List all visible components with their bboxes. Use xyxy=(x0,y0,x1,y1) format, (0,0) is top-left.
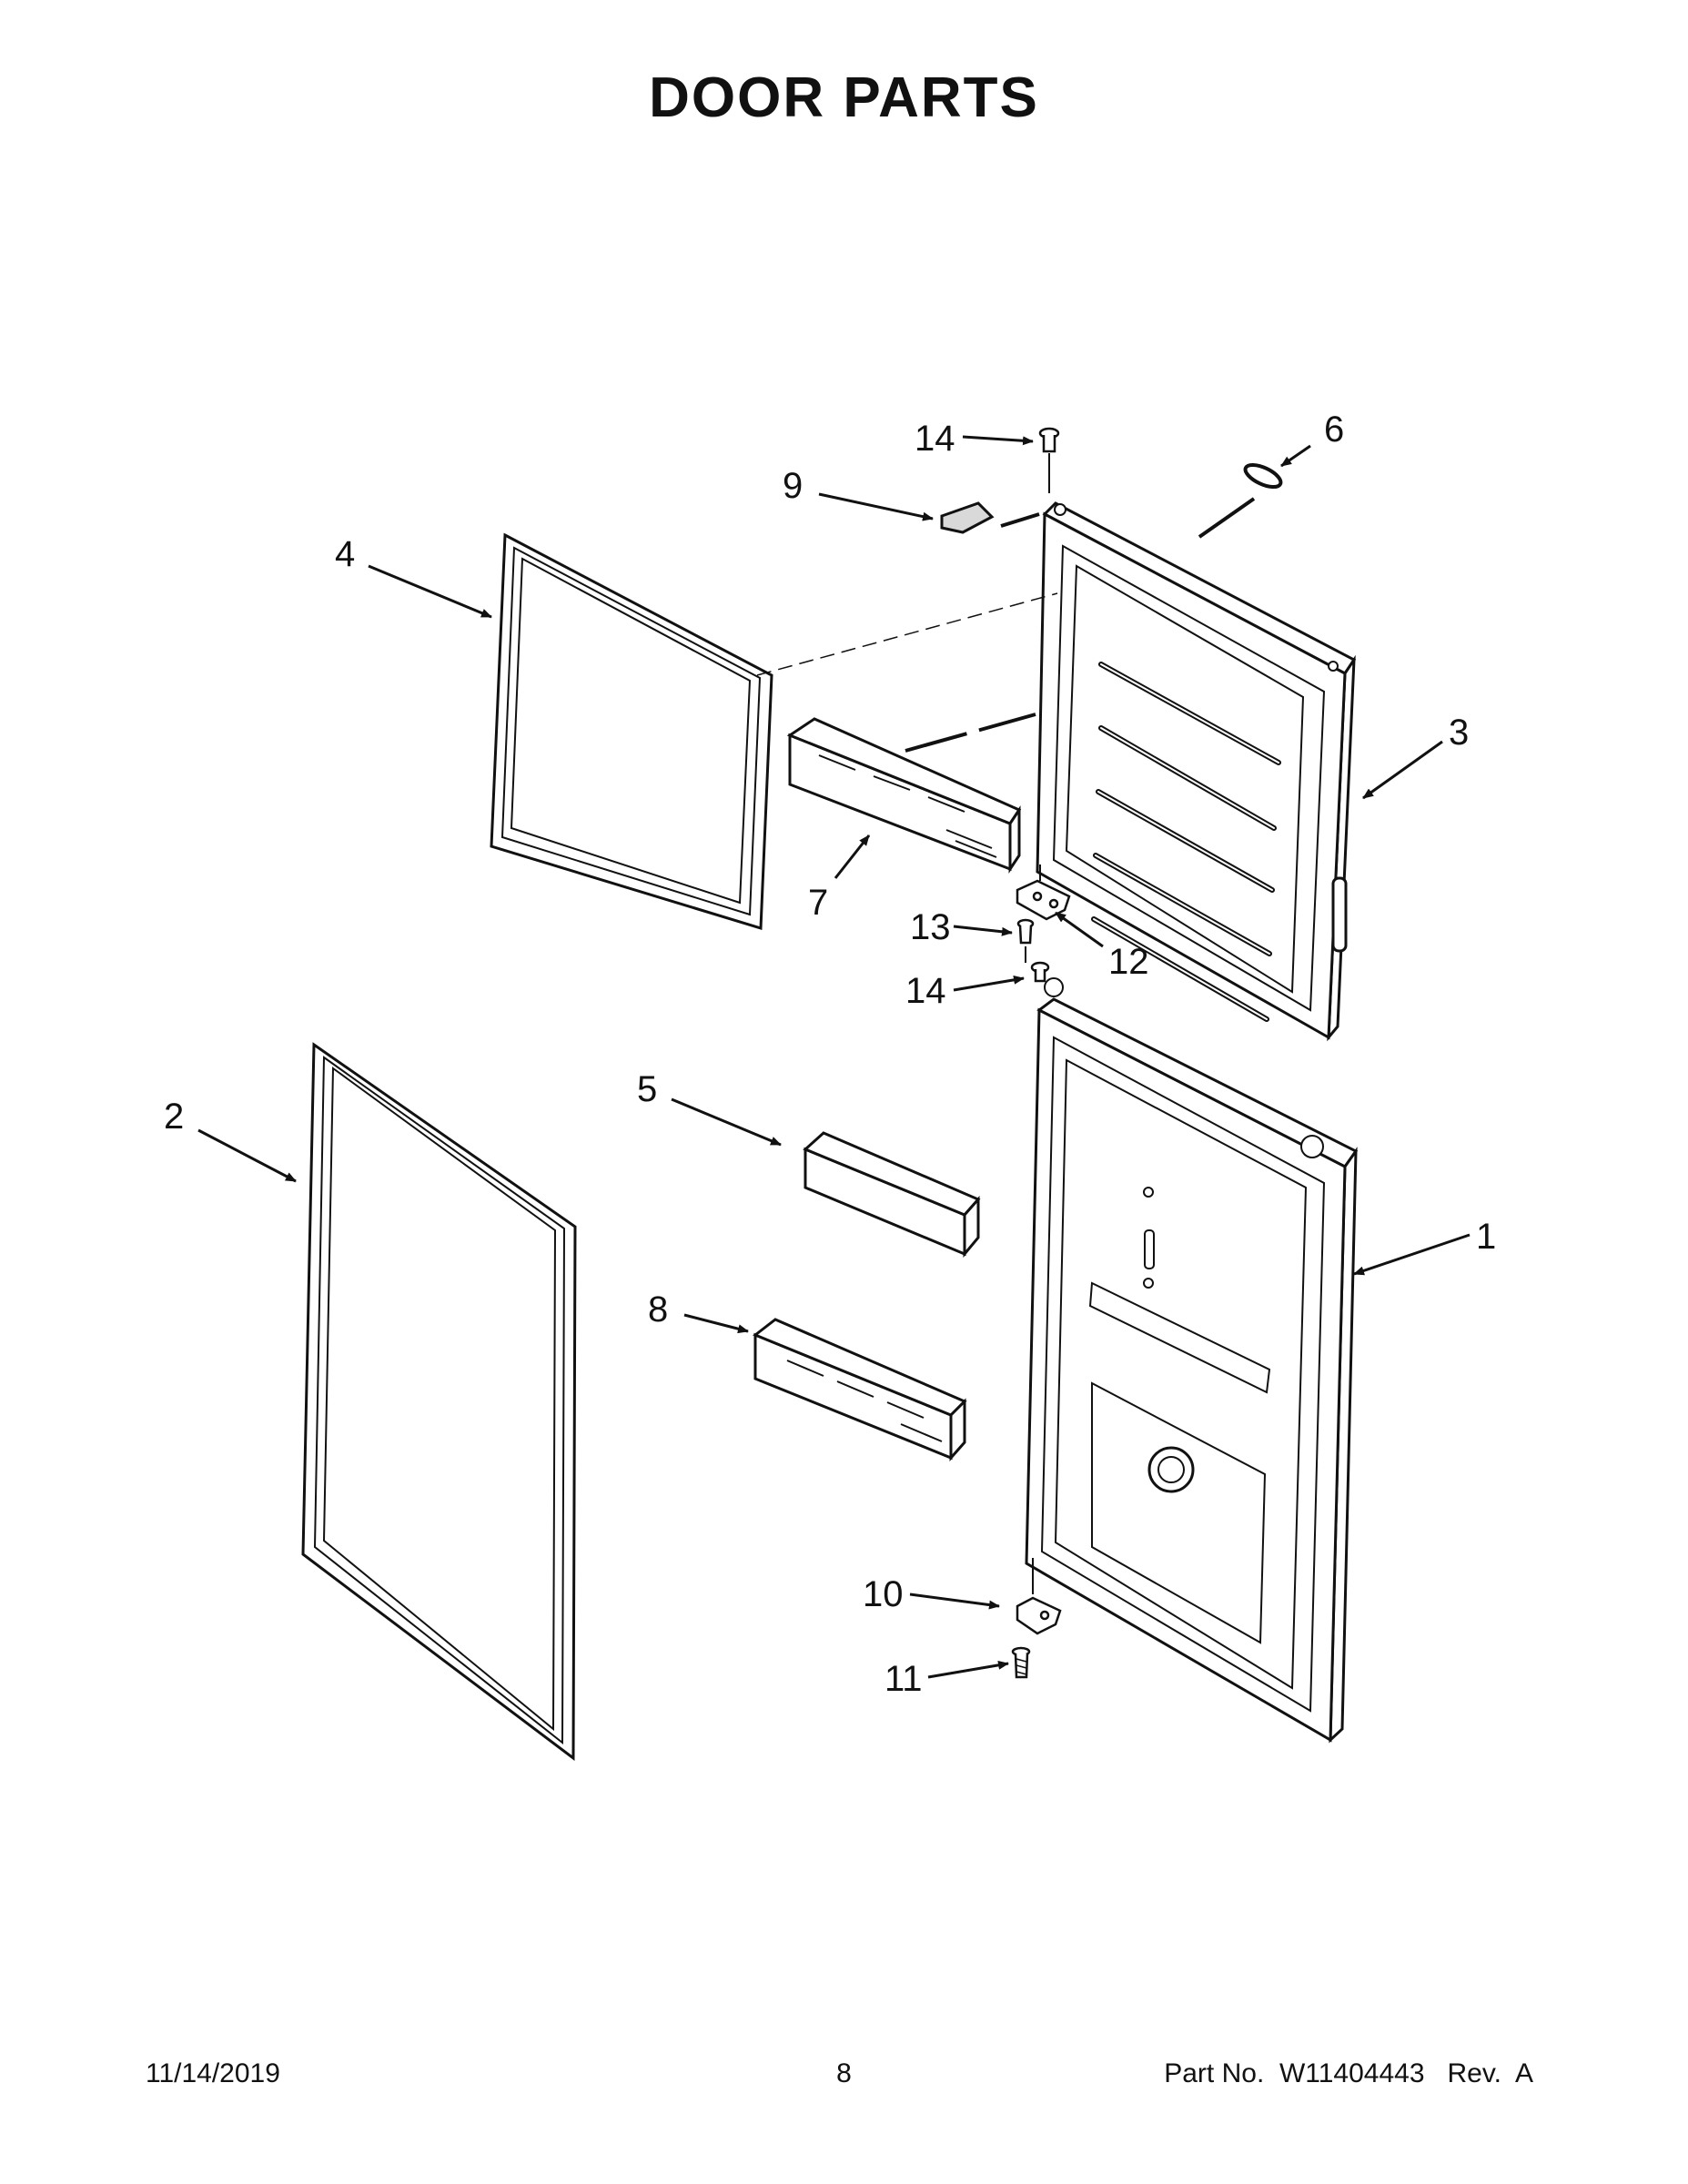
callout-3: 3 xyxy=(1449,713,1469,753)
callout-9: 9 xyxy=(783,466,803,506)
upper-fresh-food-bin xyxy=(803,1131,981,1259)
washer xyxy=(1243,462,1283,490)
lower-fresh-food-bin xyxy=(753,1318,967,1461)
callout-10: 10 xyxy=(863,1574,904,1614)
footer-page-number: 8 xyxy=(836,2058,852,2088)
callout-4: 4 xyxy=(335,534,355,574)
callout-12: 12 xyxy=(1108,942,1149,982)
callout-arrows xyxy=(197,435,1471,1679)
callout-7: 7 xyxy=(808,883,828,923)
callout-6: 6 xyxy=(1324,410,1344,450)
callout-13: 13 xyxy=(910,907,951,947)
center-hinge-screw xyxy=(1016,918,1035,945)
guide-lines xyxy=(756,453,1256,1594)
callout-1: 1 xyxy=(1476,1217,1496,1257)
footer-part-number: Part No. W11404443 Rev. A xyxy=(1164,2058,1533,2088)
freezer-door-bin xyxy=(786,717,1022,874)
footer-date: 11/14/2019 xyxy=(146,2058,280,2088)
page-title: DOOR PARTS xyxy=(649,66,1039,129)
hinge-pin-top xyxy=(1038,427,1060,453)
callout-8: 8 xyxy=(648,1289,668,1330)
center-hinge xyxy=(1016,879,1071,921)
callout-14-middle: 14 xyxy=(905,971,946,1011)
freezer-gasket xyxy=(490,532,773,930)
bottom-hinge xyxy=(1016,1596,1062,1635)
hinge-cap xyxy=(940,501,995,534)
hinge-pin-middle xyxy=(1030,961,1050,983)
callout-11: 11 xyxy=(884,1659,923,1699)
callout-2: 2 xyxy=(164,1097,184,1137)
bottom-hinge-screw xyxy=(1011,1646,1031,1679)
fresh-food-door xyxy=(1025,977,1359,1744)
callout-14-top: 14 xyxy=(915,419,955,459)
callout-5: 5 xyxy=(637,1069,657,1109)
freezer-door xyxy=(1036,501,1357,1042)
fresh-food-gasket xyxy=(301,1042,577,1762)
